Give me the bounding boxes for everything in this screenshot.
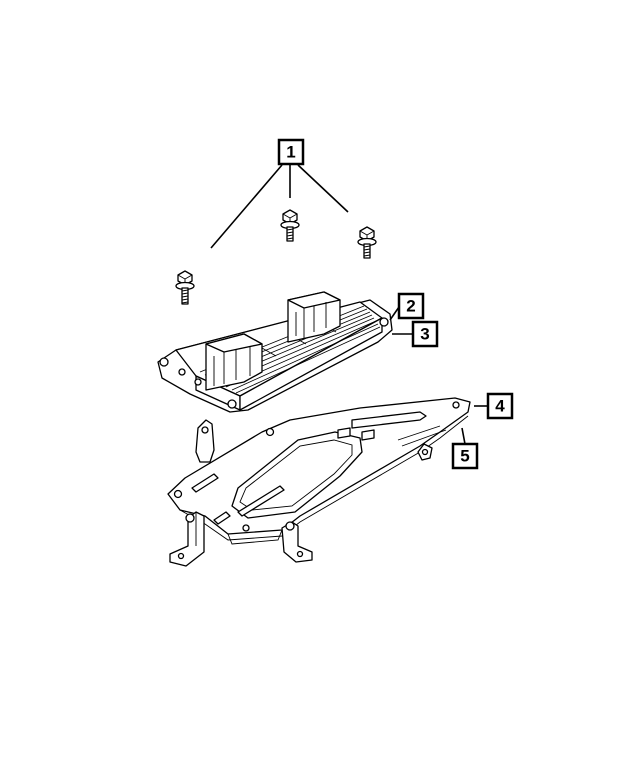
callout-2: 2: [397, 292, 425, 320]
callout-5: 5: [451, 442, 479, 470]
mounting-bracket: [167, 397, 471, 567]
bolt-left: [175, 270, 195, 305]
callout-4: 4: [486, 392, 514, 420]
callout-4-label: 4: [495, 397, 505, 416]
callout-5-label: 5: [460, 447, 469, 466]
callout-3: 3: [411, 320, 439, 348]
bolt-right: [357, 226, 377, 259]
ecu-module: [157, 291, 393, 413]
callout-1-label: 1: [286, 143, 295, 162]
callout-2-label: 2: [406, 297, 415, 316]
leader-lines: [210, 164, 488, 445]
callout-1: 1: [277, 138, 305, 166]
callout-3-label: 3: [420, 325, 429, 344]
bolt-center: [280, 209, 300, 242]
